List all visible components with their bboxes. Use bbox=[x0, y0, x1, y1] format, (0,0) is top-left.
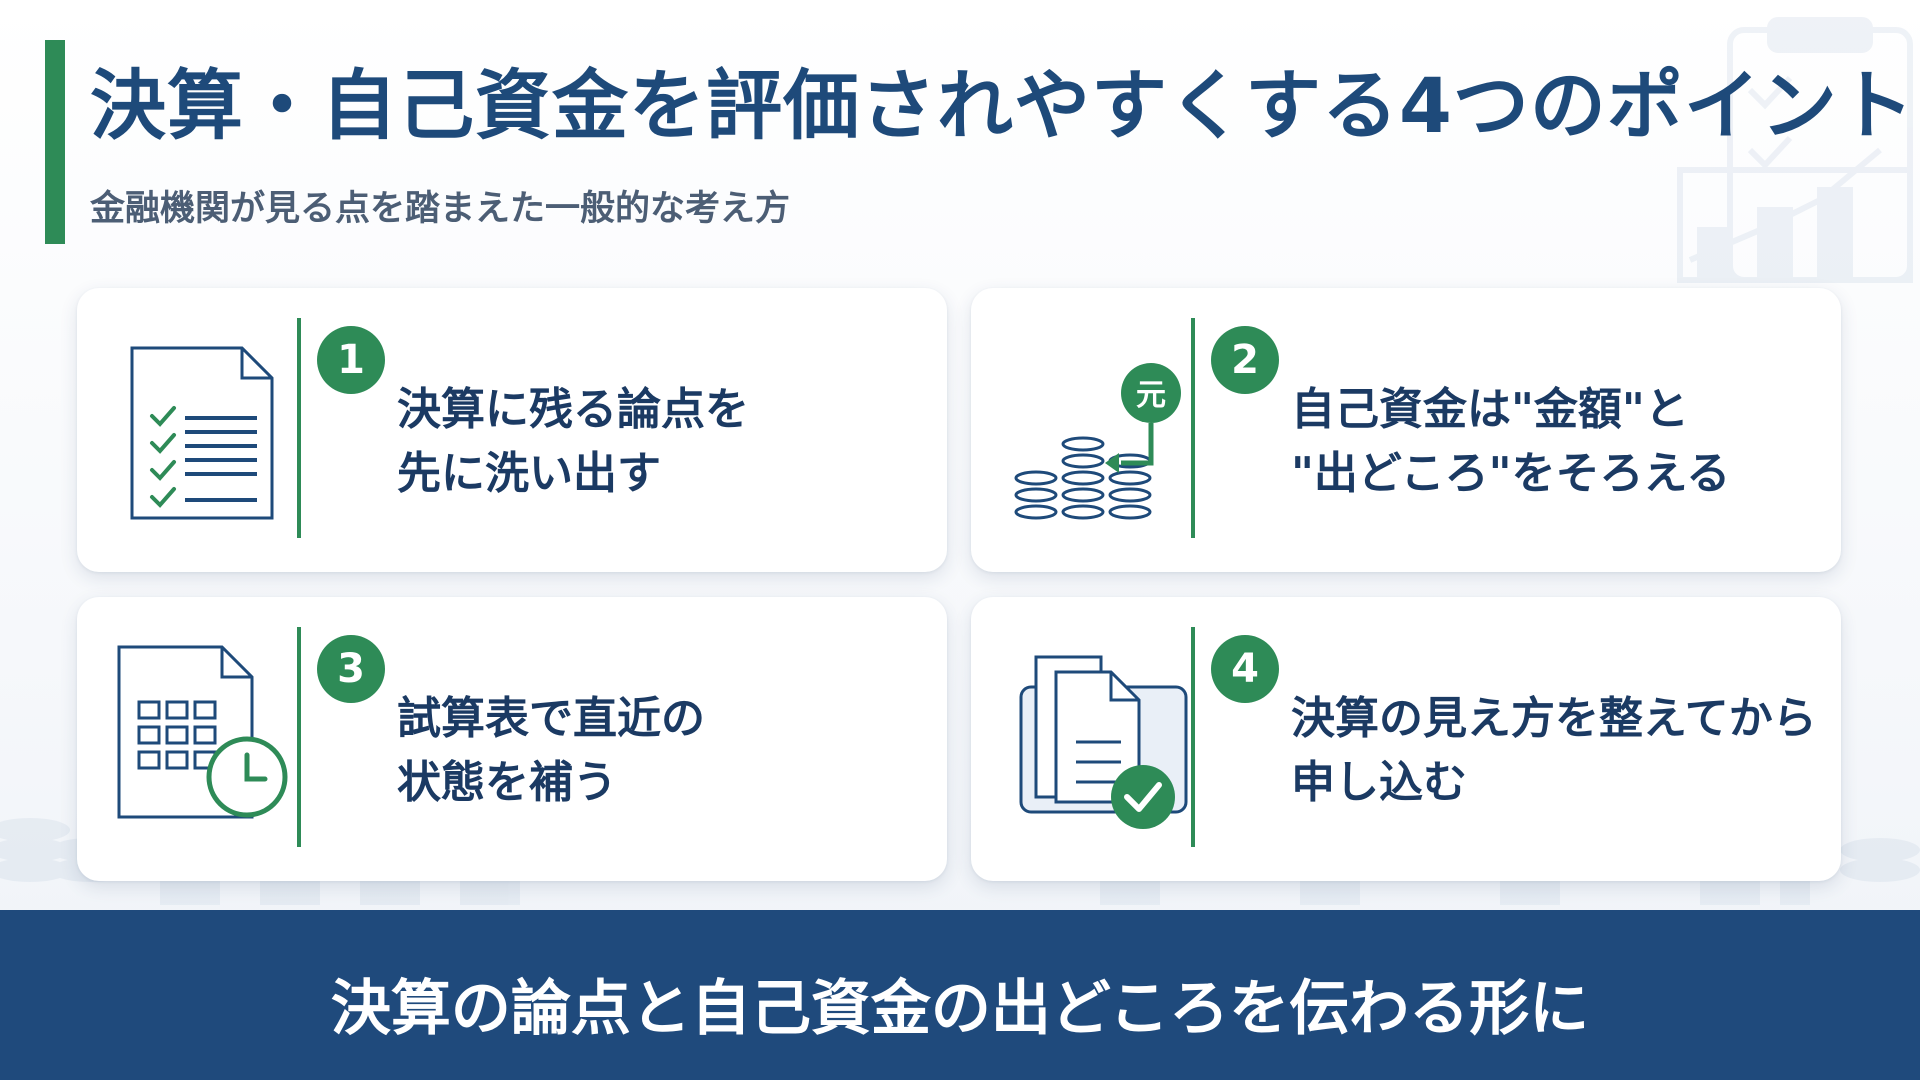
point-text-line1: 自己資金は"金額"と bbox=[1291, 384, 1689, 435]
point-text-line2: 状態を補う bbox=[397, 757, 617, 808]
card-divider bbox=[1191, 627, 1195, 847]
point-number-badge: 4 bbox=[1211, 635, 1279, 703]
point-card-1: 1 決算に残る論点を 先に洗い出す bbox=[77, 288, 947, 572]
point-card-3: 3 試算表で直近の 状態を補う bbox=[77, 597, 947, 881]
point-text-line1: 試算表で直近の bbox=[397, 693, 705, 744]
documents-check-icon bbox=[1019, 655, 1188, 829]
point-text: 決算に残る論点を 先に洗い出す bbox=[397, 378, 749, 506]
point-card-2: 元 2 自己資金は"金額"と "出どころ"をそろえる bbox=[971, 288, 1841, 572]
svg-text:元: 元 bbox=[1136, 378, 1166, 413]
point-text: 試算表で直近の 状態を補う bbox=[397, 687, 705, 815]
point-card-4: 4 決算の見え方を整えてから 申し込む bbox=[971, 597, 1841, 881]
coin-stacks-icon: 元 bbox=[1014, 363, 1181, 520]
footer-text: 決算の論点と自己資金の出どころを伝わる形に bbox=[330, 974, 1590, 1044]
title-accent-bar bbox=[45, 40, 65, 244]
page-title: 決算・自己資金を評価されやすくする4つのポイント bbox=[90, 61, 1915, 150]
point-text-line2: "出どころ"をそろえる bbox=[1291, 448, 1731, 499]
point-text-line2: 申し込む bbox=[1291, 757, 1467, 808]
footer-banner: 決算の論点と自己資金の出どころを伝わる形に bbox=[0, 910, 1920, 1080]
card-divider bbox=[1191, 318, 1195, 538]
point-number-badge: 3 bbox=[317, 635, 385, 703]
card-divider bbox=[297, 627, 301, 847]
point-text-line2: 先に洗い出す bbox=[397, 448, 661, 499]
spreadsheet-clock-icon bbox=[117, 645, 288, 819]
point-number-badge: 2 bbox=[1211, 326, 1279, 394]
point-text: 決算の見え方を整えてから 申し込む bbox=[1291, 687, 1817, 815]
point-text-line1: 決算の見え方を整えてから bbox=[1291, 693, 1817, 744]
checklist-document-icon bbox=[130, 346, 274, 520]
page-subtitle: 金融機関が見る点を踏まえた一般的な考え方 bbox=[90, 189, 791, 229]
point-number-badge: 1 bbox=[317, 326, 385, 394]
point-text: 自己資金は"金額"と "出どころ"をそろえる bbox=[1291, 378, 1730, 506]
point-text-line1: 決算に残る論点を bbox=[397, 384, 749, 435]
card-divider bbox=[297, 318, 301, 538]
